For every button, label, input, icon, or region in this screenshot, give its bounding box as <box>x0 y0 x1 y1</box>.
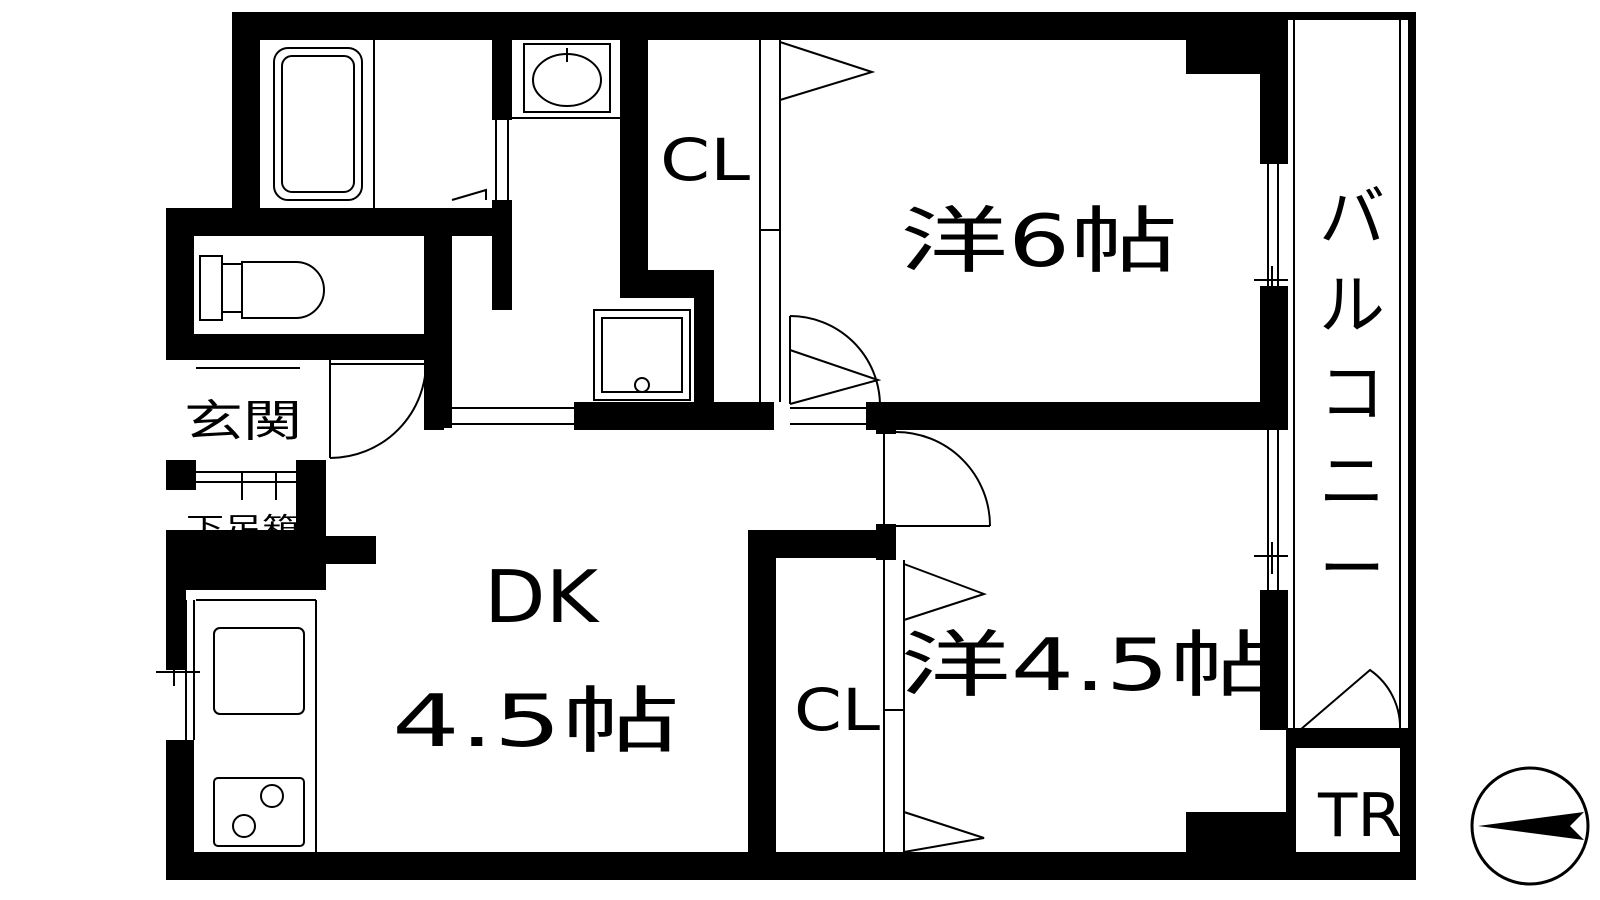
room-label-dk-line1: DK <box>484 555 600 639</box>
balcony-label-char: ニ <box>1319 443 1385 520</box>
washing-machine-pan-icon <box>593 309 691 401</box>
balcony-label-char: コ <box>1319 355 1385 432</box>
north-arrow-icon <box>1470 766 1590 886</box>
entrance-label: 玄関 <box>184 396 302 447</box>
room-label-dk-line2: 4.5帖 <box>392 679 680 763</box>
toilet-icon <box>199 255 325 321</box>
balcony-label-char: ー <box>1319 531 1385 608</box>
closet-label-upper: CL <box>660 126 750 194</box>
shoe-box-label: 下足箱 <box>186 513 300 543</box>
balcony-label: バルコニー <box>1319 179 1385 608</box>
balcony-label-char: ル <box>1319 267 1385 344</box>
trunk-room-label: TR <box>1317 781 1402 851</box>
balcony-label-text: バルコニー <box>1319 179 1385 608</box>
bathtub-icon <box>273 47 363 201</box>
gas-stove-icon <box>213 777 305 847</box>
room-label-western-6: 洋6帖 <box>900 199 1178 283</box>
room-label-western-45: 洋4.5帖 <box>900 623 1280 707</box>
balcony-label-char: バ <box>1319 179 1385 256</box>
closet-label-lower: CL <box>794 676 880 744</box>
walls <box>166 12 1416 880</box>
sink-icon <box>213 627 305 715</box>
thin-lines <box>156 20 1402 853</box>
washbasin-icon <box>523 43 611 113</box>
